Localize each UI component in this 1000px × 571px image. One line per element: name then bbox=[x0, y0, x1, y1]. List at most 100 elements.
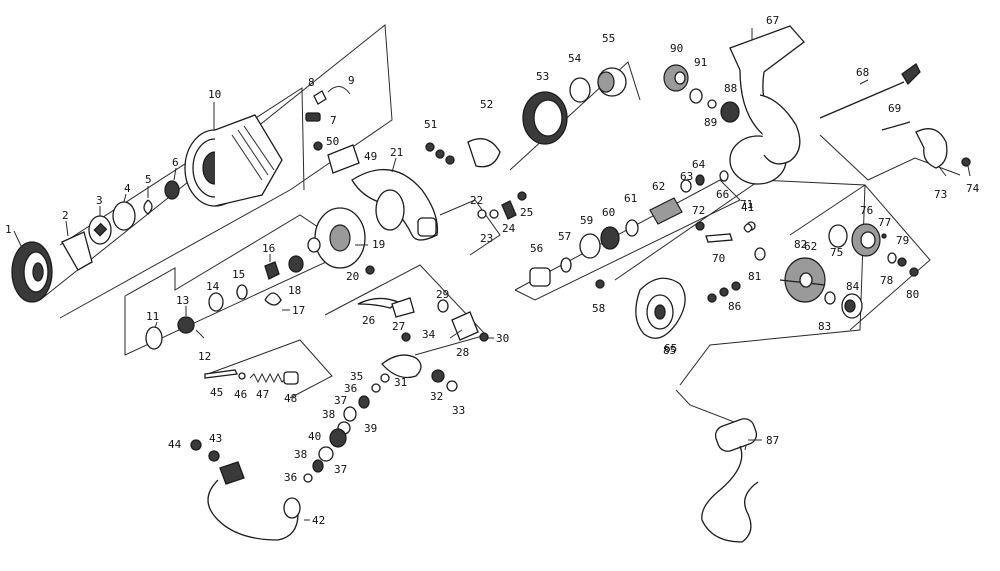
callout-23: 23 bbox=[480, 232, 493, 245]
callout-87: 87 bbox=[766, 434, 779, 447]
callout-20: 20 bbox=[346, 270, 359, 283]
callout-40: 40 bbox=[308, 430, 321, 443]
bush-37b-part bbox=[312, 459, 324, 473]
leader-lines bbox=[13, 28, 971, 521]
screw-74-part bbox=[961, 157, 971, 167]
callout-39: 39 bbox=[364, 422, 377, 435]
callout-45: 45 bbox=[210, 386, 223, 399]
washer-83-part bbox=[824, 291, 836, 305]
rotor-part bbox=[351, 168, 439, 241]
callout-55: 55 bbox=[602, 32, 615, 45]
callout-79: 79 bbox=[896, 234, 909, 247]
screw-51b-part bbox=[435, 149, 445, 159]
roller-22-part bbox=[477, 209, 487, 219]
callout-70: 70 bbox=[712, 252, 725, 265]
washer-92-part bbox=[307, 237, 321, 253]
callout-17: 17 bbox=[292, 304, 305, 317]
callout-11: 11 bbox=[146, 310, 159, 323]
callout-83: 83 bbox=[818, 320, 831, 333]
callout-77: 77 bbox=[878, 216, 891, 229]
bush-32-part bbox=[431, 369, 445, 383]
bearing-88-part bbox=[720, 101, 740, 123]
washer-81-part bbox=[754, 247, 766, 261]
rotor-nut-52-part bbox=[467, 138, 501, 168]
callout-90: 90 bbox=[670, 42, 683, 55]
collar-48-part bbox=[283, 371, 299, 385]
collar-55-part bbox=[597, 67, 627, 97]
screw-72-part bbox=[695, 221, 705, 231]
callout-62b: 62 bbox=[804, 240, 817, 253]
nut-18-part bbox=[288, 255, 304, 273]
callout-71: 71 bbox=[740, 198, 753, 211]
wire-spring-part bbox=[327, 86, 351, 95]
callout-76: 76 bbox=[860, 204, 873, 217]
bearing-59-part bbox=[579, 233, 601, 259]
callout-35: 35 bbox=[350, 370, 363, 383]
callout-28: 28 bbox=[456, 346, 469, 359]
callout-27: 27 bbox=[392, 320, 405, 333]
callout-12: 12 bbox=[198, 350, 211, 363]
collar-15-part bbox=[236, 284, 248, 300]
callout-82: 82 bbox=[794, 238, 807, 251]
callout-50: 50 bbox=[326, 135, 339, 148]
callout-30: 30 bbox=[496, 332, 509, 345]
group-lines bbox=[39, 24, 961, 451]
callout-16: 16 bbox=[262, 242, 275, 255]
bush-43-part bbox=[208, 450, 220, 462]
washer-75-part bbox=[828, 224, 848, 248]
callout-75: 75 bbox=[830, 246, 843, 259]
callout-69: 69 bbox=[888, 102, 901, 115]
pin-77-part bbox=[881, 233, 887, 239]
callout-53: 53 bbox=[536, 70, 549, 83]
line-roller-24-part bbox=[501, 200, 517, 220]
collar-61-part bbox=[625, 219, 639, 237]
callout-58: 58 bbox=[592, 302, 605, 315]
spool-group-outline bbox=[39, 24, 393, 319]
callout-72: 72 bbox=[692, 204, 705, 217]
callout-46: 46 bbox=[234, 388, 247, 401]
callout-73: 73 bbox=[934, 188, 947, 201]
callout-42: 42 bbox=[312, 514, 325, 527]
washer-38b-part bbox=[318, 446, 334, 462]
callout-86: 86 bbox=[728, 300, 741, 313]
callout-15: 15 bbox=[232, 268, 245, 281]
washer-36a-part bbox=[371, 383, 381, 393]
bearing-40-part bbox=[329, 428, 347, 448]
callout-68: 68 bbox=[856, 66, 869, 79]
callout-61: 61 bbox=[624, 192, 637, 205]
drag-washer-2-part bbox=[112, 201, 136, 231]
bail-arm-31-part bbox=[381, 354, 422, 379]
screw-86b-part bbox=[719, 287, 729, 297]
drive-gear-76-part bbox=[851, 223, 881, 257]
screw-86a-part bbox=[707, 293, 717, 303]
washer-57-part bbox=[560, 257, 572, 273]
bush-23-part bbox=[489, 209, 499, 219]
callout-26: 26 bbox=[362, 314, 375, 327]
screw-86c-part bbox=[731, 281, 741, 291]
callout-22: 22 bbox=[470, 194, 483, 207]
screw-58-part bbox=[595, 279, 605, 289]
screw-70-part bbox=[705, 233, 733, 243]
drag-washer-part bbox=[88, 215, 112, 245]
main-shaft-68-part bbox=[819, 63, 921, 119]
callout-43: 43 bbox=[209, 432, 222, 445]
callout-2: 2 bbox=[62, 209, 69, 222]
line-guide-49-part bbox=[327, 144, 360, 174]
screw-34-part bbox=[401, 332, 411, 342]
callout-81: 81 bbox=[748, 270, 761, 283]
callout-38a: 38 bbox=[322, 408, 335, 421]
bail-holder-27-part bbox=[391, 297, 415, 318]
callout-41: 41 bbox=[741, 201, 754, 214]
nut-79-part bbox=[897, 257, 907, 267]
callout-54: 54 bbox=[568, 52, 582, 65]
trip-lever-45-part bbox=[204, 369, 238, 379]
callout-51: 51 bbox=[424, 118, 437, 131]
callout-8: 8 bbox=[308, 76, 315, 89]
callout-89: 89 bbox=[704, 116, 717, 129]
screw-80-part bbox=[909, 267, 919, 277]
washer-66-part bbox=[719, 170, 729, 182]
spool-part bbox=[184, 114, 283, 207]
callout-24: 24 bbox=[502, 222, 516, 235]
spring-17-part bbox=[264, 292, 282, 306]
